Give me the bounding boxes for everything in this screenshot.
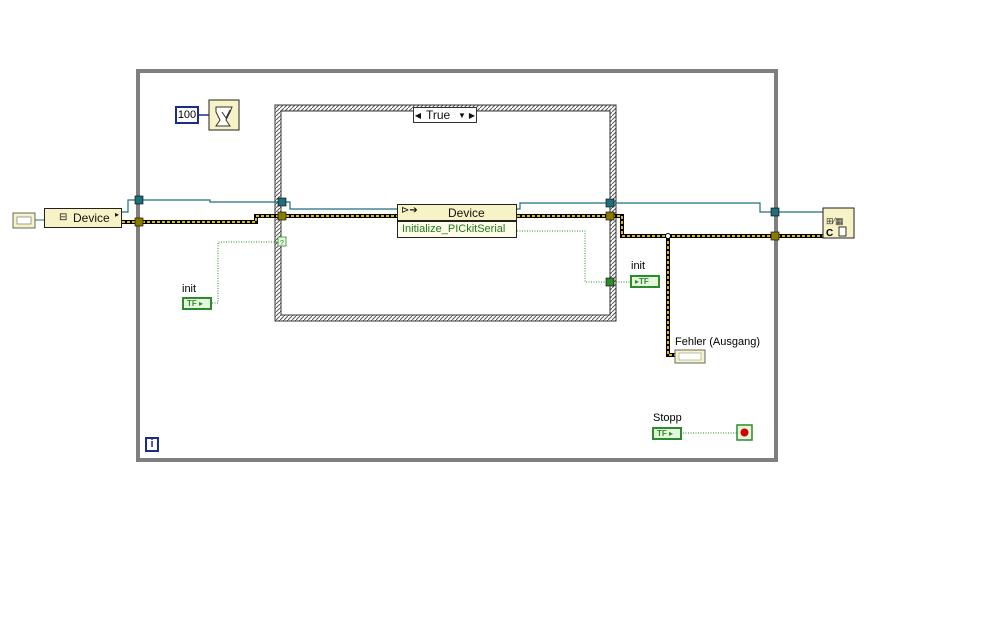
case-selector-terminal[interactable] <box>277 236 287 247</box>
init-control-label: init <box>182 283 197 295</box>
device-control-node[interactable]: ⊟ Device ▸ <box>44 208 122 228</box>
increment-arrow-icon[interactable]: ▶ <box>468 110 476 120</box>
device-refnum-control-icon[interactable] <box>12 212 44 229</box>
loop-iteration-terminal[interactable]: i <box>145 437 159 452</box>
error-out-indicator[interactable] <box>674 349 706 364</box>
stop-label: Stopp <box>653 412 682 424</box>
stop-terminal[interactable] <box>736 424 753 441</box>
svg-text:C: C <box>826 228 833 239</box>
wire-junction <box>665 233 671 239</box>
svg-text:?: ? <box>280 240 284 247</box>
error-out-label: Fehler (Ausgang) <box>675 336 760 348</box>
property-arrow-icon: ▸ <box>114 210 119 219</box>
case-tunnel-error-out[interactable] <box>605 211 615 221</box>
loop-tunnel-error-in[interactable] <box>134 217 144 227</box>
refnum-icon: ⊟ <box>59 212 68 223</box>
loop-tunnel-reference-out[interactable] <box>770 207 780 217</box>
wait-ms-constant[interactable]: 100 <box>175 106 199 124</box>
invoke-node-method[interactable]: Initialize_PICkitSerial <box>397 221 517 238</box>
invoke-node-header[interactable]: ⊳➔ Device <box>397 204 517 221</box>
case-selector[interactable]: ◀ True ▼ ▶ <box>413 107 477 123</box>
decrement-arrow-icon[interactable]: ◀ <box>414 110 422 120</box>
boolean-wire[interactable] <box>212 230 738 434</box>
case-tunnel-boolean-out[interactable] <box>605 277 615 287</box>
init-indicator-label: init <box>631 260 646 272</box>
error-wire[interactable] <box>122 214 823 357</box>
invoke-arrow-icon: ⊳➔ <box>401 205 418 216</box>
init-control-terminal[interactable]: TF ▸ <box>182 297 212 310</box>
loop-tunnel-reference-in[interactable] <box>134 195 144 205</box>
chevron-down-icon[interactable]: ▼ <box>458 110 466 120</box>
close-reference-icon[interactable]: ⊞⁄▦ C <box>822 207 855 239</box>
case-tunnel-reference-in[interactable] <box>277 197 287 207</box>
wait-ms-icon[interactable] <box>199 99 240 131</box>
case-tunnel-error-in[interactable] <box>277 211 287 221</box>
invoke-node-class: Device <box>448 206 485 220</box>
case-tunnel-reference-out[interactable] <box>605 198 615 208</box>
init-indicator-terminal[interactable]: ▸TF <box>630 275 660 288</box>
stop-control-terminal[interactable]: TF ▸ <box>652 427 682 440</box>
loop-tunnel-error-out[interactable] <box>770 231 780 241</box>
while-loop-frame[interactable] <box>136 69 778 462</box>
device-control-label: Device <box>73 211 110 225</box>
case-selector-value: True <box>426 108 451 122</box>
svg-text:⊞⁄▦: ⊞⁄▦ <box>826 216 844 226</box>
